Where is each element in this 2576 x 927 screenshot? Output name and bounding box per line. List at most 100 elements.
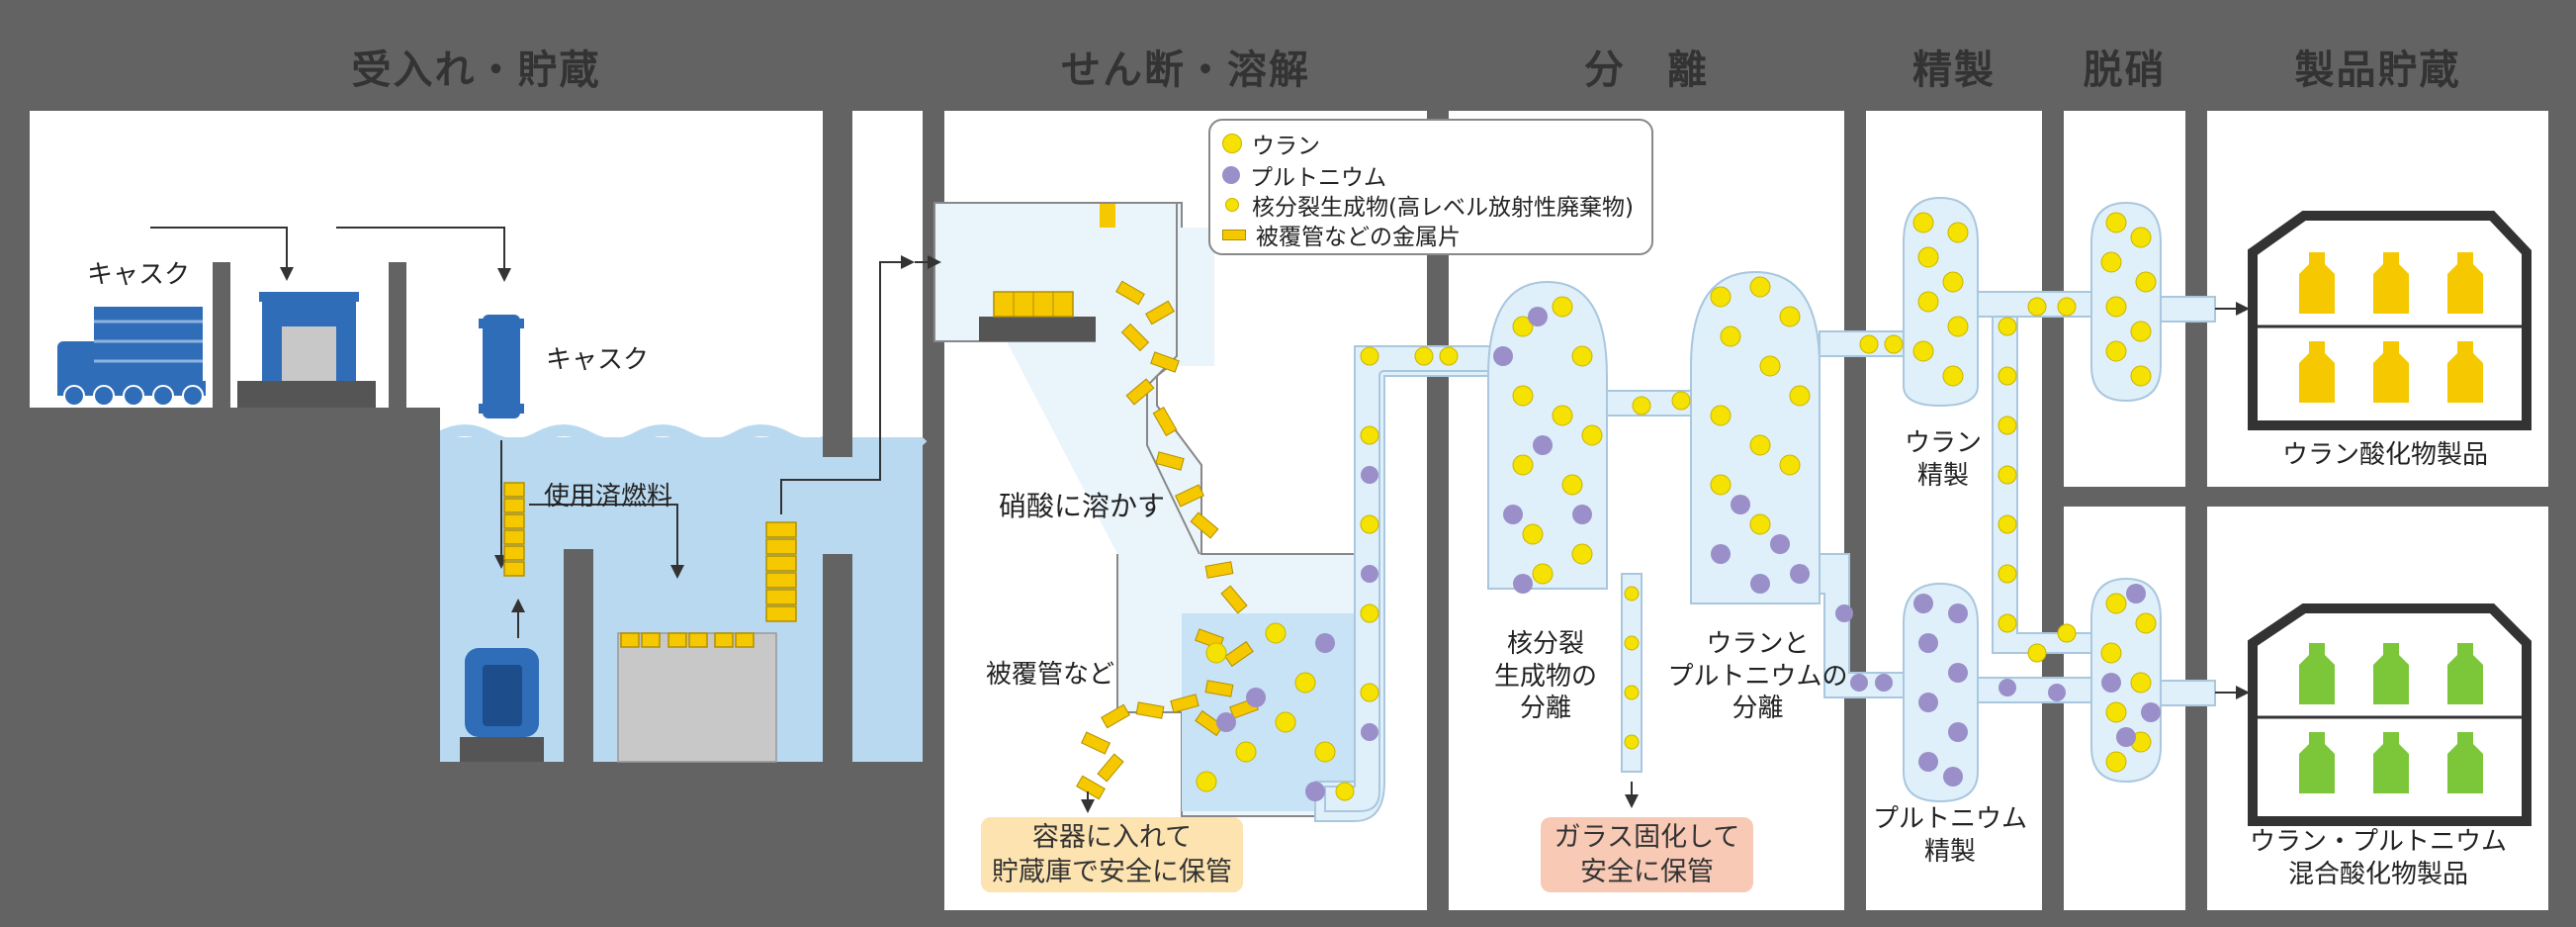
product-container-icon	[2373, 341, 2409, 403]
spent-fuel-icons	[503, 482, 797, 763]
product-container-icon	[2299, 252, 2335, 314]
header-purification: 精製	[1912, 47, 1996, 93]
uranium-particle	[1859, 334, 1879, 354]
uranium-particle	[1998, 613, 2017, 633]
dissolve-label: 硝酸に溶かす	[999, 490, 1166, 522]
uranium-particle	[2105, 212, 2127, 233]
uranium-particle	[1360, 425, 1379, 445]
header-product-storage: 製品貯蔵	[2294, 47, 2461, 93]
plutonium-particle	[1246, 688, 1266, 707]
plutonium-particle	[1513, 574, 1533, 594]
uranium-particle	[1720, 325, 1741, 347]
uranium-particle	[1196, 771, 1217, 792]
plutonium-particle	[1790, 564, 1810, 584]
sheared-metal-pieces	[1076, 280, 1259, 800]
uranium-particle	[1998, 366, 2017, 386]
plutonium-particle	[1315, 633, 1335, 653]
uranium-particle	[1917, 291, 1939, 313]
fission-particle	[1624, 586, 1640, 602]
uranium-particle	[1360, 603, 1379, 623]
product-arrows	[1625, 302, 2250, 808]
uranium-particle	[1294, 672, 1316, 694]
uranium-particle	[1512, 385, 1534, 407]
uranium-particle	[2057, 623, 2077, 643]
cask-label-truck: キャスク	[87, 260, 191, 290]
spent-fuel-label: 使用済燃料	[544, 482, 673, 511]
uo2-product-label: ウラン酸化物製品	[2281, 440, 2488, 470]
uranium-particle	[1265, 622, 1287, 644]
header-shear-dissolve: せん断・溶解	[1061, 47, 1310, 93]
uranium-particle	[2130, 365, 2152, 387]
cask-label-hoist: キャスク	[546, 345, 650, 375]
legend-metal-label: 被覆管などの金属片	[1256, 225, 1461, 250]
plutonium-particle	[2141, 702, 2161, 722]
uranium-particle	[1789, 385, 1811, 407]
uranium-particle	[1205, 642, 1227, 664]
uranium-particle	[1571, 345, 1593, 367]
product-container-icon	[2373, 252, 2409, 314]
uranium-particle	[1360, 514, 1379, 534]
uranium-particle	[1632, 396, 1651, 416]
uranium-particle	[1942, 271, 1964, 293]
plutonium-purification-label: プルトニウム 精製	[1872, 804, 2027, 867]
plutonium-particle	[1528, 307, 1548, 326]
cladding-label: 被覆管など	[986, 660, 1115, 690]
product-container-icon	[2447, 643, 2483, 704]
truck-icon	[57, 307, 206, 407]
legend-fission: 核分裂生成物(高レベル放射性廃棄物)	[1222, 190, 1640, 221]
mox-product-label: ウラン・プルトニウム 混合酸化物製品	[2249, 827, 2507, 889]
uranium-particle	[2130, 227, 2152, 248]
plutonium-particle	[1503, 505, 1523, 524]
uranium-particle	[2105, 296, 2127, 318]
uranium-particle	[1947, 316, 1969, 337]
uranium-particle	[1314, 741, 1336, 763]
uranium-purification-label: ウラン 精製	[1904, 428, 1982, 491]
header-denitration: 脱硝	[2083, 47, 2167, 93]
uranium-particle	[2027, 643, 2047, 663]
uranium-particle	[1710, 474, 1732, 496]
uranium-particle	[1998, 514, 2017, 534]
product-container-icon	[2299, 341, 2335, 403]
product-container-icon	[2447, 252, 2483, 314]
uranium-particle	[1671, 391, 1691, 411]
uranium-particle	[2130, 672, 2152, 694]
uranium-particle	[1942, 365, 1964, 387]
uranium-particle	[1275, 711, 1296, 733]
legend-plutonium: プルトニウム	[1222, 160, 1640, 191]
plutonium-dot-icon	[1222, 166, 1240, 184]
uranium-particle	[1779, 306, 1801, 327]
plutonium-particle	[1216, 712, 1236, 732]
plutonium-particle	[1770, 534, 1790, 554]
uranium-particle	[1414, 346, 1434, 366]
legend-metal: 被覆管などの金属片	[1222, 220, 1640, 250]
legend: ウラン プルトニウム 核分裂生成物(高レベル放射性廃棄物) 被覆管などの金属片	[1208, 119, 1653, 255]
plutonium-particle	[1835, 604, 1853, 622]
plutonium-particle	[2101, 673, 2121, 693]
vitrification-box: ガラス固化して 安全に保管	[1541, 817, 1753, 892]
storage-instruction-box: 容器に入れて 貯蔵庫で安全に保管	[981, 817, 1243, 892]
plutonium-particle	[1918, 693, 1938, 712]
plutonium-particle	[1948, 603, 1968, 623]
uranium-particle	[1779, 454, 1801, 476]
flow-arrows-receive	[150, 227, 915, 638]
fission-separation-label: 核分裂 生成物の 分離	[1493, 629, 1597, 723]
uranium-particle	[1884, 334, 1904, 354]
plutonium-particle	[1572, 505, 1592, 524]
fission-product-dot-icon	[1225, 198, 1239, 212]
plutonium-particle	[2126, 584, 2146, 603]
uranium-particle	[2027, 297, 2047, 317]
uranium-particle	[2105, 340, 2127, 362]
uranium-particle	[2105, 701, 2127, 723]
receive-building	[30, 111, 928, 910]
uranium-particle	[2135, 612, 2157, 634]
uranium-particle	[2135, 271, 2157, 293]
fission-particle	[1624, 734, 1640, 750]
plutonium-particle	[1948, 663, 1968, 683]
uranium-particle	[1581, 424, 1603, 446]
header-separation: 分 離	[1584, 47, 1709, 93]
plutonium-particle	[1361, 723, 1378, 741]
uranium-particle	[1998, 317, 2017, 336]
uranium-particle	[1522, 523, 1544, 545]
